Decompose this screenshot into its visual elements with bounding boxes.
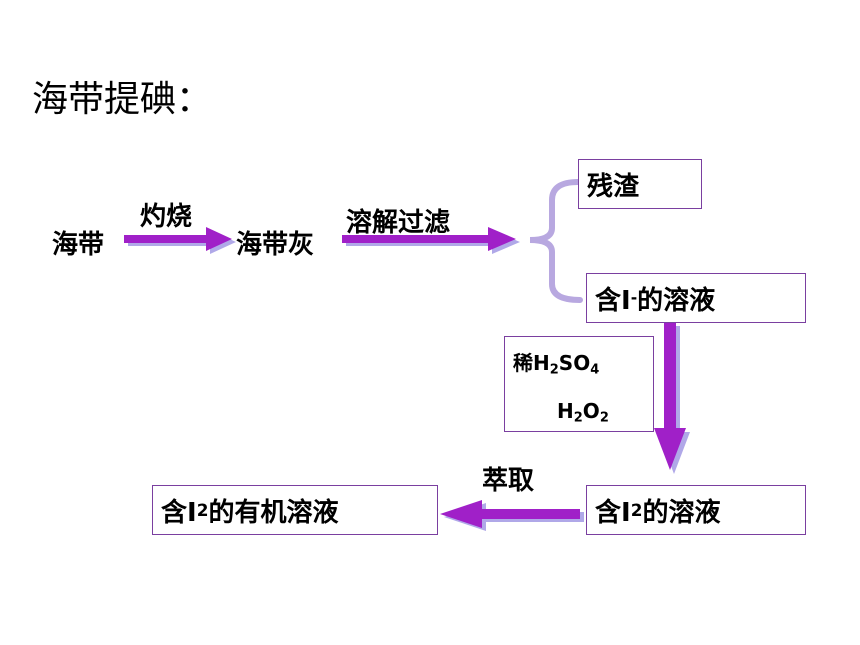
organic-suffix: 的有机溶液 [208,497,339,528]
step-dissolve-filter-label: 溶解过滤 [346,208,451,238]
reagent-hydrogen-peroxide: H2O2 [557,399,609,426]
node-ash: 海带灰 [236,230,315,260]
node-residue-label: 残渣 [587,171,640,202]
iodide-prefix: 含I [595,285,631,316]
organic-sub: 2 [196,500,209,520]
iodine-sub: 2 [630,500,643,520]
organic-prefix: 含I [161,497,197,528]
iodide-suffix: 的溶液 [637,285,716,316]
iodine-prefix: 含I [595,497,631,528]
iodide-charge: - [630,289,638,307]
step-burn-label: 灼烧 [140,202,193,232]
reagent-box: 稀H2SO4 H2O2 [504,336,654,432]
reagent-sulfuric-acid: 稀H2SO4 [513,351,600,378]
arrow-oxidize [654,322,690,474]
node-residue: 残渣 [578,159,702,209]
split-brace [529,179,583,303]
arrow-extract [440,500,584,531]
node-seaweed: 海带 [52,230,105,260]
iodine-suffix: 的溶液 [642,497,721,528]
node-iodide-solution: 含I-的溶液 [586,273,806,323]
page-title: 海带提碘： [32,79,213,120]
arrow-dissolve-filter [342,227,520,254]
arrow-burn [124,227,236,254]
step-extract-label: 萃取 [482,466,535,496]
